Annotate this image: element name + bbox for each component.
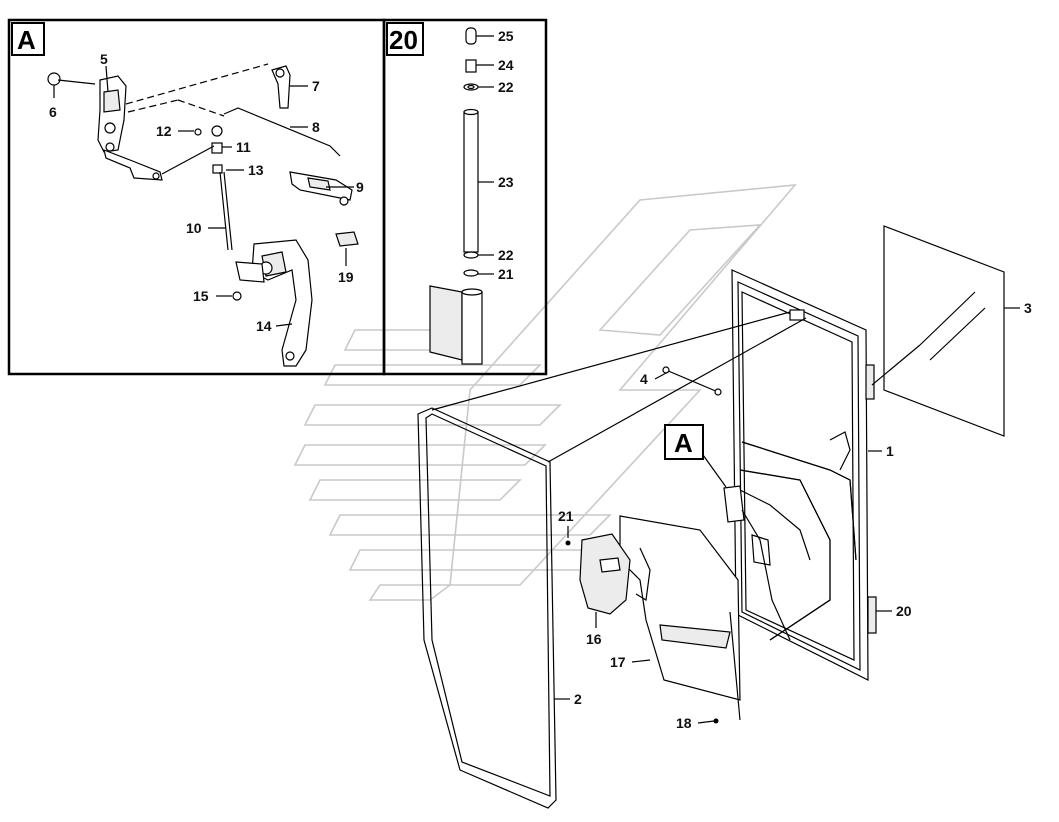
part-label-20: 20 [896,603,912,619]
part-label-15: 15 [193,288,209,304]
part-label-24: 24 [498,57,514,73]
part-label-10: 10 [186,220,202,236]
part-label-7: 7 [312,78,320,94]
part-label-9: 9 [356,179,364,195]
callout-a: A [664,424,727,488]
hinge-pin-assembly [429,27,483,365]
latch-assembly [47,63,359,367]
part-label-8: 8 [312,119,320,135]
part-label-19: 19 [338,269,354,285]
part-label-17: 17 [610,654,626,670]
part-label-3: 3 [1024,300,1032,316]
leader-lines [53,35,1020,724]
part-label-13: 13 [248,162,264,178]
part-label-5: 5 [100,51,108,67]
window-glass [883,225,1005,437]
part-label-23: 23 [498,174,514,190]
callout-a-label: A [674,428,693,458]
part-label-25: 25 [498,28,514,44]
detail-box-a: A [7,18,386,376]
part-label-22a: 22 [498,79,514,95]
part-label-2: 2 [574,691,582,707]
part-label-4: 4 [640,371,648,387]
part-label-16: 16 [586,631,602,647]
cover-plate [579,533,631,615]
part-label-21a: 21 [498,266,514,282]
part-label-14: 14 [256,318,272,334]
part-label-21b: 21 [558,508,574,524]
part-label-6: 6 [49,104,57,120]
part-label-12: 12 [156,123,172,139]
detail-20-label: 20 [389,25,418,55]
door-frame-assembly [662,269,877,681]
detail-box-20: 20 [382,18,548,376]
detail-a-label: A [17,25,36,55]
door-seal [417,407,557,809]
part-label-22b: 22 [498,247,514,263]
part-label-1: 1 [886,443,894,459]
part-label-18: 18 [676,715,692,731]
part-label-11: 11 [236,139,251,155]
part-labels: 5 6 7 8 12 11 13 9 10 19 15 14 25 24 22 … [49,28,1032,731]
inner-panel [619,515,741,701]
